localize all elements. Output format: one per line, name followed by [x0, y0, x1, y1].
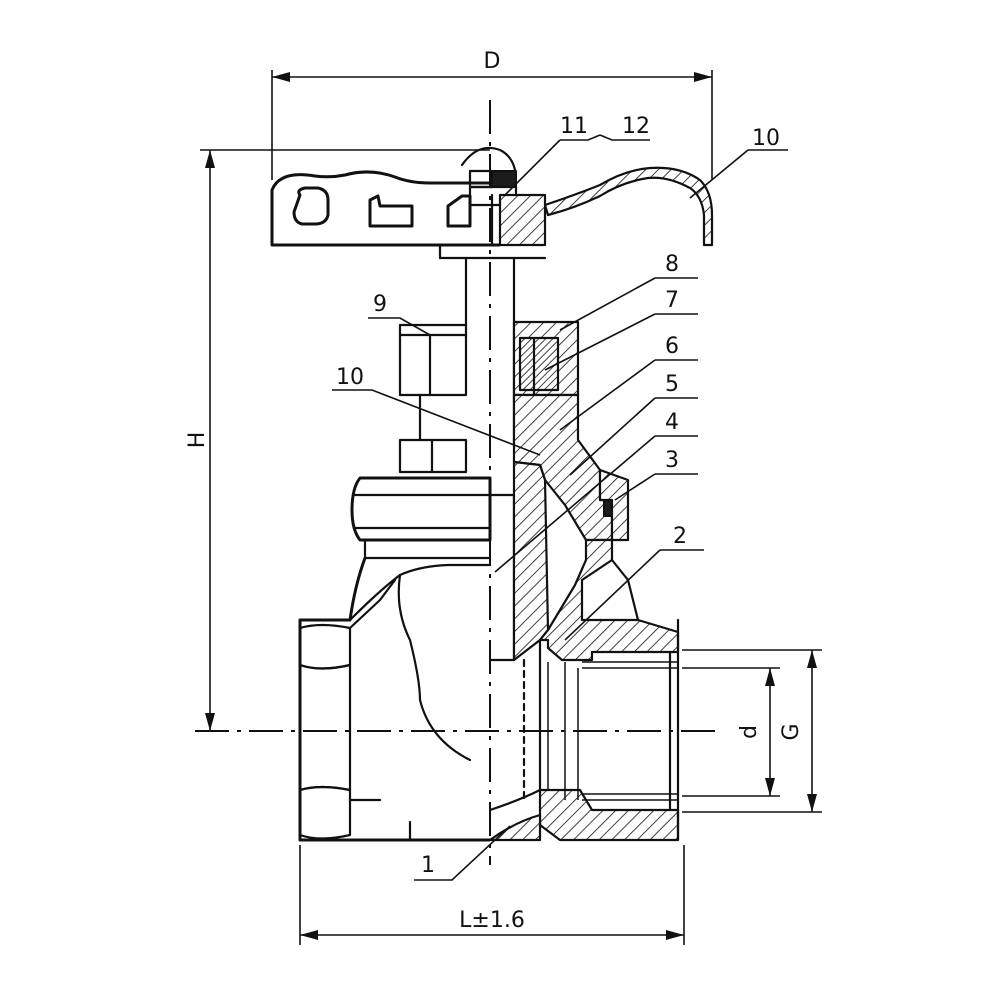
wedge: [488, 460, 550, 662]
dim-d-arrow-top: [765, 668, 775, 686]
leader-7: [544, 313, 656, 371]
leader-1: [414, 825, 511, 881]
part-label-10-mid: 10: [336, 365, 364, 390]
dim-d-label: d: [737, 725, 762, 739]
dim-G-arrow-bottom: [807, 794, 817, 812]
body-shoulder-curve: [348, 563, 492, 622]
wedge-section: [512, 460, 550, 662]
dim-L-label: L±1.6: [459, 908, 525, 933]
part-label-4: 4: [665, 410, 679, 435]
part-callouts: 11 12 10 8 7 6 5 4 3 2: [332, 114, 788, 881]
part-label-1: 1: [421, 853, 435, 878]
leader-6: [559, 359, 656, 431]
dim-D-label: D: [484, 49, 501, 74]
dimensions: D H L±1.6 d G: [185, 49, 822, 945]
part-label-10-top: 10: [752, 126, 780, 151]
body-lower-right-section: [538, 788, 680, 842]
part-label-11: 11: [560, 114, 588, 139]
dim-L-arrow-right: [666, 930, 684, 940]
part-label-2: 2: [673, 524, 687, 549]
leader-11-underline: [560, 134, 601, 141]
dim-H-arrow-bottom: [205, 713, 215, 731]
bonnet-lower-hex-left: [398, 438, 468, 474]
leader-8: [559, 277, 656, 331]
body-rib: [348, 578, 397, 630]
part-label-6: 6: [665, 334, 679, 359]
leader-10-top: [689, 149, 749, 199]
packing-nut: [398, 320, 580, 402]
thread-lines: [547, 618, 680, 842]
part-label-3: 3: [665, 448, 679, 473]
leader-3: [614, 473, 656, 501]
body-right-shoulder: [610, 558, 640, 622]
leader-11: [504, 139, 561, 196]
handwheel: [270, 146, 714, 260]
union-ring-lower: [363, 538, 492, 560]
handwheel-rim-section: [543, 166, 714, 247]
body-seat-curve: [488, 788, 542, 812]
body-upper-right-section: [538, 538, 680, 662]
dim-D-arrow-left: [272, 72, 290, 82]
packing-nut-left-hex: [398, 323, 468, 397]
hex-face-middle: [298, 663, 352, 792]
dim-H-arrow-top: [205, 150, 215, 168]
handwheel-opening-2: [368, 194, 414, 228]
valve-body: [298, 538, 680, 842]
body-bottom-section: [488, 813, 542, 842]
dim-d-arrow-bottom: [765, 778, 775, 796]
handwheel-left-outline: [270, 170, 500, 247]
top-nut-right: [491, 170, 517, 188]
leader-4: [494, 435, 656, 573]
leader-2: [564, 549, 661, 641]
dim-D-arrow-right: [694, 72, 712, 82]
hex-face-top: [298, 623, 352, 670]
wedge-left-half: [488, 493, 516, 662]
bonnet: [350, 393, 630, 560]
part-label-5: 5: [665, 372, 679, 397]
leader-12-underline: [599, 134, 650, 141]
top-nut-left: [468, 169, 494, 189]
dim-G-label: G: [779, 723, 804, 740]
handwheel-opening-3: [446, 194, 472, 228]
part-label-9: 9: [373, 292, 387, 317]
hex-face-bottom: [298, 785, 352, 840]
part-label-8: 8: [665, 252, 679, 277]
leader-10-mid: [332, 389, 541, 456]
leader-9: [368, 317, 431, 336]
part-label-7: 7: [665, 288, 679, 313]
dim-G-arrow-top: [807, 650, 817, 668]
handwheel-dome: [460, 146, 517, 172]
leader-5: [569, 397, 656, 476]
union-ring-left: [350, 476, 492, 542]
dim-H-label: H: [185, 432, 210, 449]
body-contour-curve: [397, 573, 472, 762]
hub-section: [498, 193, 547, 247]
part-label-12: 12: [622, 114, 650, 139]
dim-L-arrow-left: [300, 930, 318, 940]
handwheel-opening-1: [292, 186, 330, 226]
packing-rings: [518, 336, 560, 392]
body-left-outline: [298, 557, 490, 842]
